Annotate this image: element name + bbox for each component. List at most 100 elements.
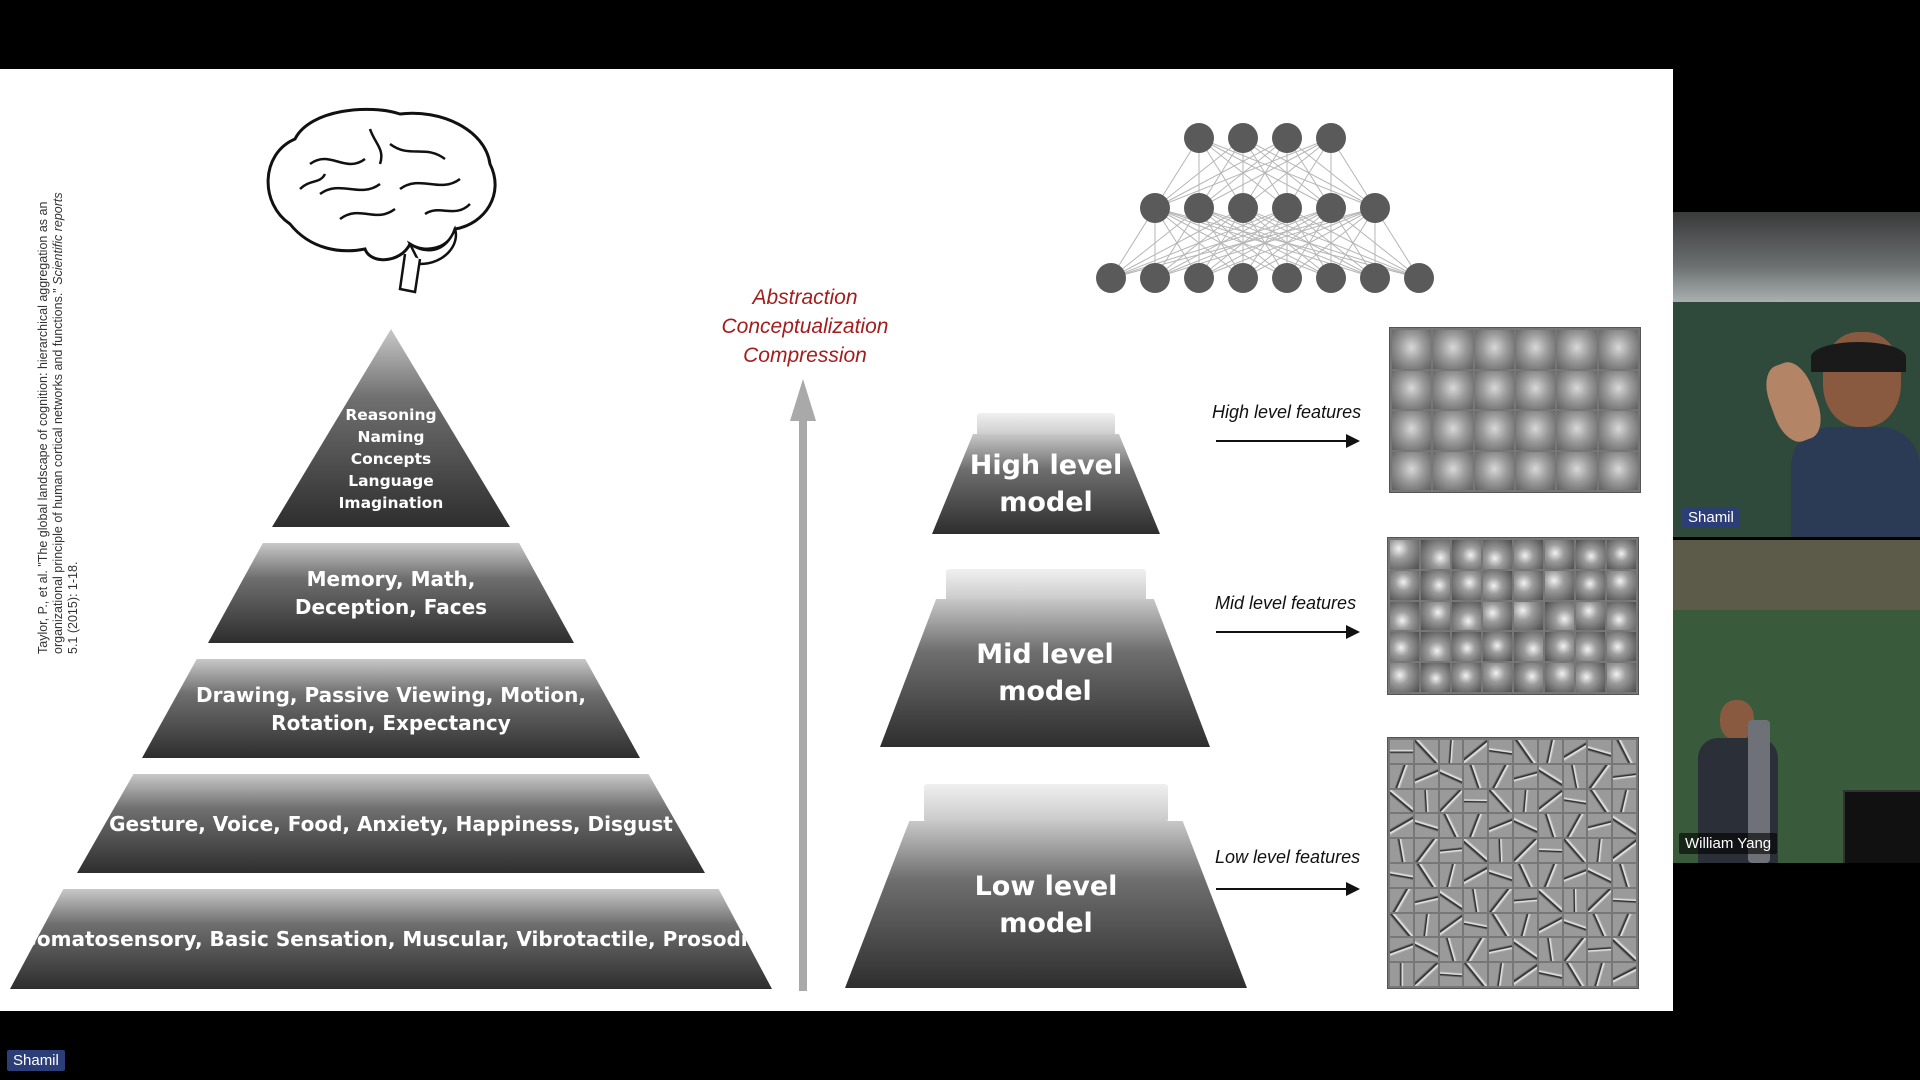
feature-tile xyxy=(1439,764,1463,788)
concept-conceptualization: Conceptualization xyxy=(721,315,889,338)
feature-tile xyxy=(1607,570,1636,600)
nn-edge xyxy=(1154,137,1288,209)
feature-tile xyxy=(1613,888,1636,912)
feature-tile xyxy=(1538,888,1562,912)
feature-tile xyxy=(1464,863,1488,887)
concept-compression: Compression xyxy=(743,344,867,367)
nn-node xyxy=(1404,263,1434,293)
feature-tile xyxy=(1392,451,1432,490)
feature-tile xyxy=(1513,863,1537,887)
feature-tile xyxy=(1607,601,1636,631)
feature-tile xyxy=(1538,839,1562,862)
participant-video-bottom[interactable]: William Yang xyxy=(1673,540,1920,863)
feature-tile xyxy=(1390,789,1413,813)
wall-panel xyxy=(1673,540,1920,610)
high-model-lid xyxy=(977,413,1115,437)
feature-tile xyxy=(1464,814,1488,838)
feature-tile xyxy=(1538,740,1562,763)
feature-tile xyxy=(1598,370,1638,409)
nn-node xyxy=(1140,193,1170,223)
feature-tile xyxy=(1390,888,1413,912)
camera-slide-strip xyxy=(1673,212,1920,302)
feature-tile xyxy=(1515,451,1556,490)
feature-tile xyxy=(1563,789,1587,813)
up-arrow-icon xyxy=(790,379,816,991)
feature-tile xyxy=(1576,540,1605,569)
feature-tile xyxy=(1557,330,1597,369)
tier1-line: Imagination xyxy=(338,494,444,512)
nn-node xyxy=(1272,263,1302,293)
feature-tile xyxy=(1489,839,1512,862)
feature-tile xyxy=(1613,913,1636,937)
low-features-arrow xyxy=(1216,888,1346,890)
feature-tile xyxy=(1390,913,1413,937)
citation-journal: Scientific reports xyxy=(51,192,65,285)
feature-tile xyxy=(1576,663,1605,692)
feature-tile xyxy=(1489,740,1512,763)
feature-tile xyxy=(1563,814,1587,838)
feature-tile xyxy=(1515,411,1556,450)
low-features-label: Low level features xyxy=(1215,847,1361,867)
feature-tile xyxy=(1439,938,1463,962)
feature-tile xyxy=(1464,789,1488,813)
feature-tile xyxy=(1489,789,1512,813)
feature-tile xyxy=(1588,863,1612,887)
tier2-line: Deception, Faces xyxy=(294,595,488,619)
nn-edge xyxy=(1110,207,1200,279)
feature-tile xyxy=(1576,632,1605,662)
feature-tile xyxy=(1464,839,1488,862)
nn-node xyxy=(1272,193,1302,223)
feature-tile xyxy=(1613,814,1636,838)
feature-tile xyxy=(1515,370,1556,409)
feature-tile xyxy=(1563,938,1587,962)
feature-tile xyxy=(1514,632,1543,662)
feature-tile xyxy=(1452,540,1481,569)
person-figure xyxy=(1758,332,1920,537)
feature-tile xyxy=(1563,863,1587,887)
tier5-label: Somatosensory, Basic Sensation, Muscular… xyxy=(22,927,760,951)
nn-node xyxy=(1184,193,1214,223)
self-name-tag[interactable]: Shamil xyxy=(7,1050,65,1071)
feature-tile xyxy=(1464,913,1488,937)
high-features-label: High level features xyxy=(1212,402,1362,422)
feature-tile xyxy=(1545,632,1574,662)
feature-tile xyxy=(1513,888,1537,912)
feature-tile xyxy=(1598,330,1638,369)
citation-text: Taylor, P., et al. "The global landscape… xyxy=(36,174,116,654)
feature-tile xyxy=(1545,570,1574,600)
feature-tile xyxy=(1421,663,1450,692)
feature-tile xyxy=(1613,764,1636,788)
concept-abstraction: Abstraction xyxy=(752,286,858,309)
feature-tile xyxy=(1613,839,1636,862)
feature-tile xyxy=(1513,764,1537,788)
feature-tile xyxy=(1538,963,1562,986)
feature-tile xyxy=(1414,814,1438,838)
tier2-line: Memory, Math, xyxy=(306,567,476,591)
feature-tile xyxy=(1588,839,1612,862)
concept-label: Abstraction Conceptualization Compressio… xyxy=(700,283,910,370)
feature-tile xyxy=(1613,963,1636,986)
nn-node xyxy=(1140,263,1170,293)
feature-tile xyxy=(1439,789,1463,813)
mid-features-label: Mid level features xyxy=(1215,593,1357,613)
feature-tile xyxy=(1514,570,1543,600)
feature-tile xyxy=(1483,601,1512,631)
feature-tile xyxy=(1538,789,1562,813)
tier1-line: Reasoning xyxy=(345,406,437,424)
feature-tile xyxy=(1538,764,1562,788)
feature-tile xyxy=(1613,740,1636,763)
feature-tile xyxy=(1613,938,1636,962)
nn-edge xyxy=(1198,137,1332,209)
feature-tile xyxy=(1513,839,1537,862)
feature-tile xyxy=(1563,888,1587,912)
presentation-slide: Taylor, P., et al. "The global landscape… xyxy=(0,69,1673,1011)
feature-tile xyxy=(1433,451,1473,490)
feature-tile xyxy=(1557,451,1597,490)
feature-tile xyxy=(1513,814,1537,838)
feature-tile xyxy=(1545,663,1574,692)
low-model-lid xyxy=(924,784,1168,822)
feature-tile xyxy=(1414,740,1438,763)
feature-tile xyxy=(1514,663,1543,692)
participant-video-top[interactable]: Shamil xyxy=(1673,212,1920,537)
nn-edge xyxy=(1242,137,1332,209)
